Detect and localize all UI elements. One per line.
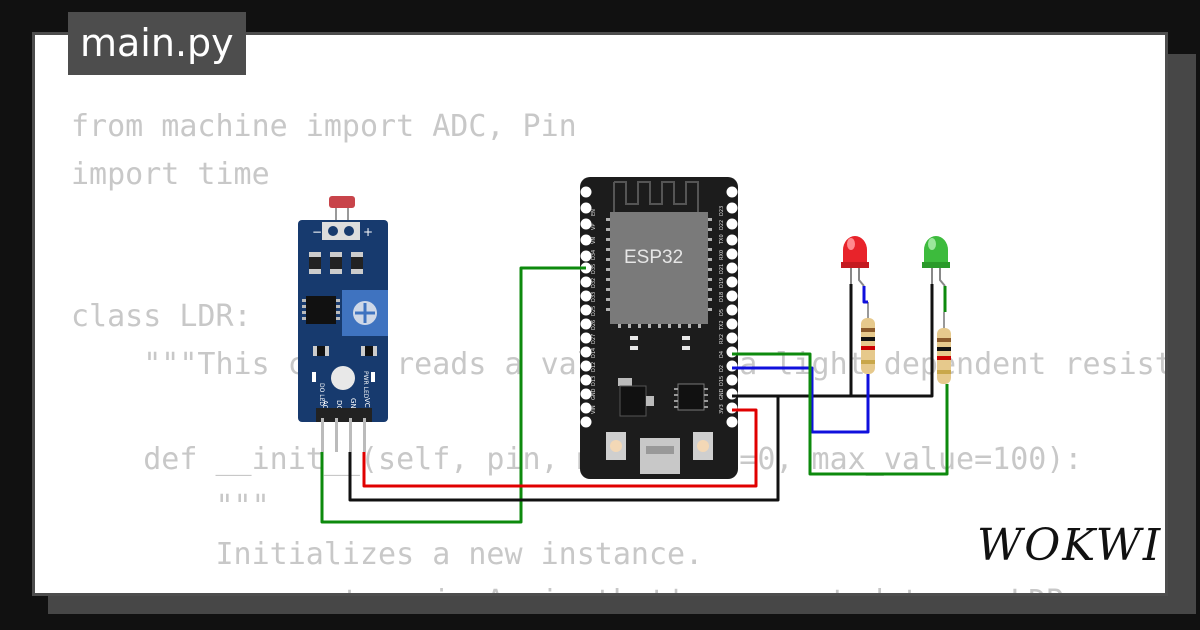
esp32-pin-label: D21 (719, 264, 725, 274)
esp32-pin-label: D18 (719, 292, 725, 302)
esp32-pin-label: D33 (591, 292, 597, 302)
esp32-pin-label: VP (591, 224, 597, 230)
code-line: import time (71, 156, 270, 192)
photoresistor (329, 196, 355, 208)
esp32-pin-label: RX0 (719, 250, 725, 260)
esp32-pin-label: TX0 (719, 234, 725, 245)
esp32-boot-button[interactable] (693, 432, 713, 460)
file-tab-main-py[interactable]: main.py (68, 12, 246, 75)
code-line: """ (71, 489, 270, 524)
minus-label: − (312, 225, 322, 239)
pin-label-ao: AO (321, 400, 329, 411)
wires (320, 266, 949, 524)
esp32-pin-label: VIN (591, 405, 597, 414)
esp32-pin-label: 3V3 (719, 404, 725, 414)
esp32-label: ESP32 (624, 247, 683, 268)
code-line: Initializes a new instance. (71, 536, 704, 572)
esp32-pin-label: D35 (591, 264, 597, 274)
esp32-pin-label: TX2 (719, 320, 725, 331)
pin-label-gnd: GND (349, 398, 357, 414)
esp32-pin-label: D22 (719, 220, 725, 230)
wire-d4-to-green-resistor[interactable] (732, 352, 949, 476)
code-line: from machine import ADC, Pin (71, 109, 577, 144)
plus-label: + (363, 225, 373, 239)
esp32-pin-label: D2 (719, 365, 725, 372)
esp32-right-pin-holes (726, 186, 738, 428)
wire-green-led-gnd[interactable] (851, 284, 934, 398)
esp32-pin-label: VN (591, 237, 597, 244)
wire-vcc-to-3v3[interactable] (362, 408, 758, 488)
esp32-pin-label: D26 (591, 320, 597, 330)
esp32-pin-label: EN (591, 209, 597, 216)
esp32-pin-label: D25 (591, 306, 597, 316)
esp32-pin-label: D15 (719, 376, 725, 386)
resistor-green-led[interactable] (937, 312, 951, 384)
esp32-pin-label: D4 (719, 351, 725, 358)
ldr-sensor-module[interactable]: − + DO LED PWR LED AO DO GND VCC (298, 196, 388, 452)
wire-red-led-anode[interactable] (862, 286, 868, 304)
esp32-pin-label: D13 (591, 376, 597, 386)
esp32-pin-label: D14 (591, 348, 597, 358)
code-line: :parameter pin A pin that's connected to… (71, 578, 1165, 593)
esp32-module-shield (610, 212, 708, 324)
wire-d2-to-red-resistor[interactable] (732, 366, 870, 434)
pin-label-vcc: VCC (363, 398, 371, 413)
pin-label-do: DO (335, 400, 343, 411)
esp32-pin-label: GND (719, 388, 725, 400)
esp32-pin-label: GND (591, 388, 597, 400)
esp32-pin-label: D27 (591, 334, 597, 344)
led-green[interactable] (922, 236, 950, 287)
wire-red-led-gnd[interactable] (732, 284, 853, 398)
wire-ao-to-d35[interactable] (320, 266, 586, 524)
esp32-left-pin-holes (580, 186, 592, 428)
code-line: class LDR: (71, 299, 252, 334)
esp32-devkit[interactable]: ESP32 EN VP VN D34 D35 D32 D33 D25 D26 D… (580, 177, 738, 479)
led-red[interactable] (841, 236, 869, 287)
esp32-en-button[interactable] (606, 432, 626, 460)
esp32-pin-label: D34 (591, 250, 597, 260)
esp32-pin-label: D23 (719, 206, 725, 216)
esp32-pin-label: D5 (719, 309, 725, 316)
resistor-red-led[interactable] (861, 302, 875, 374)
usb-port (640, 438, 680, 474)
pwr-led-label: PWR LED (362, 371, 369, 399)
esp32-pin-label: RX2 (719, 334, 725, 344)
esp32-pin-label: D12 (591, 362, 597, 372)
esp32-pin-label: D32 (591, 278, 597, 288)
esp32-pin-label: D19 (719, 278, 725, 288)
wokwi-logo: WOKWI (977, 520, 1163, 571)
do-led-label: DO LED (318, 383, 325, 406)
